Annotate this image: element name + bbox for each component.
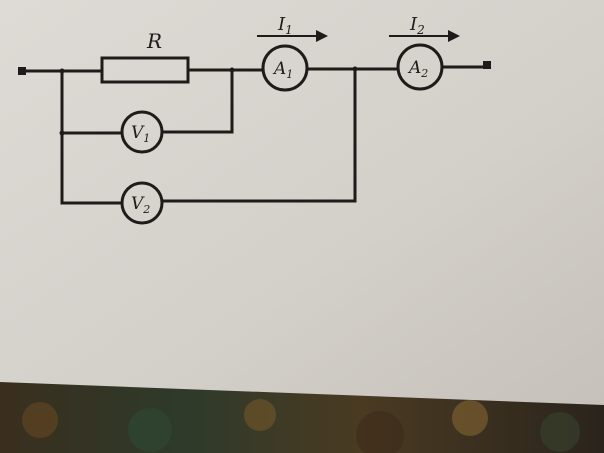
carpet-texture [22,399,580,453]
wire-v2-right [160,67,357,203]
current-label-1: I1 [277,14,293,37]
terminal-right [483,61,491,69]
voltmeter-2-label: V2 [131,194,150,216]
junction-2 [59,130,65,136]
voltmeter-1-label: V1 [131,123,150,145]
circuit [20,35,489,225]
voltmeter-1 [120,110,164,154]
ammeter-2 [396,43,444,91]
resistor-label: R [146,29,162,53]
wire-v1-right [160,68,234,134]
current-label-2: I2 [409,14,425,37]
junction-4 [352,66,358,72]
junction-3 [229,67,235,73]
ammeter-1 [261,44,309,92]
resistor [100,56,190,84]
arrowhead-2 [448,30,460,42]
wire-left-vertical [60,69,124,205]
ammeter-1-label: A1 [272,59,293,81]
ammeter-2-label: A2 [407,58,428,80]
terminal-left [18,67,26,75]
junction-1 [59,68,65,74]
voltmeter-2 [120,181,164,225]
arrowhead-1 [316,30,328,42]
arrowheads [18,30,491,136]
